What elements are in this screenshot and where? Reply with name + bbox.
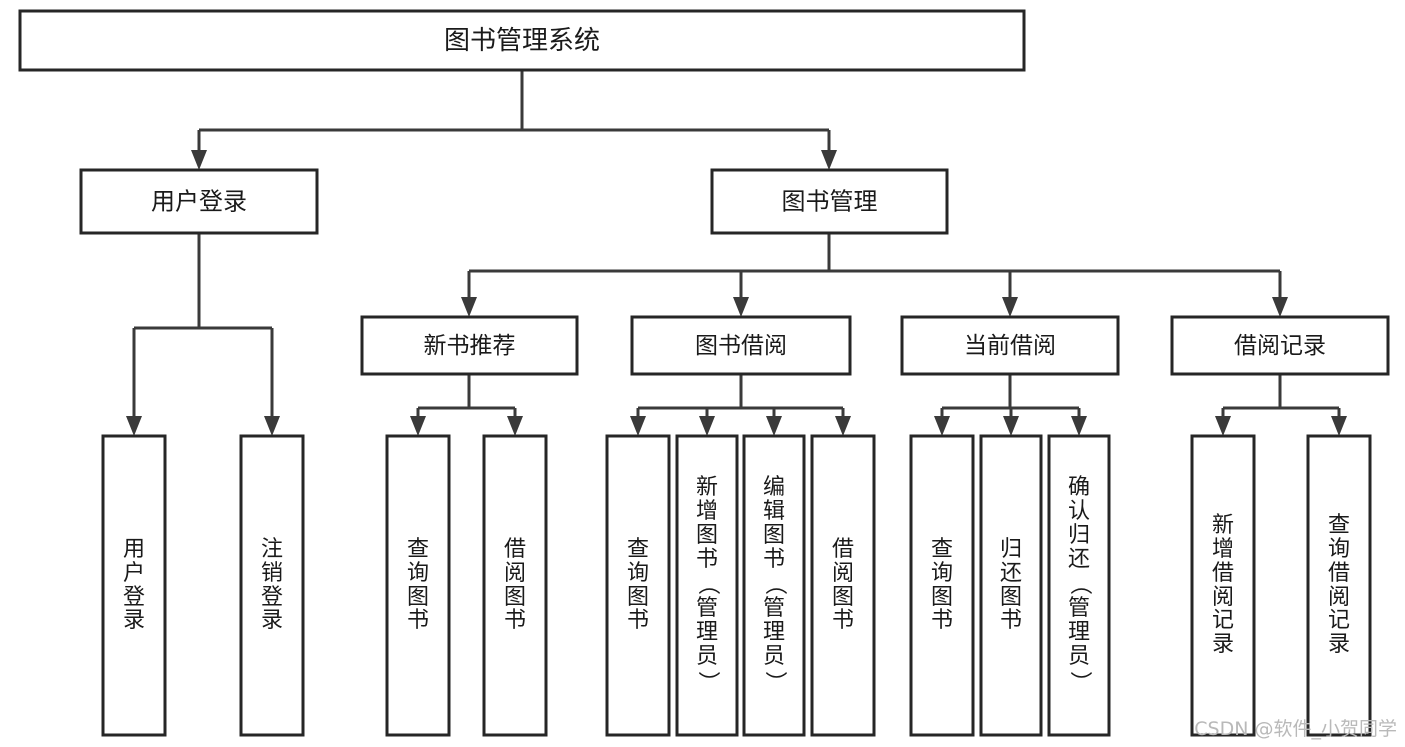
node-root-root[interactable] [18, 9, 1026, 72]
node-l3-book-borrow[interactable] [630, 315, 852, 376]
node-leaf-leaf-borrow-book[interactable] [810, 434, 876, 737]
arrow-head-icon [821, 150, 837, 170]
arrow-head-icon [835, 416, 851, 436]
arrow-head-icon [461, 297, 477, 317]
arrow-head-icon [630, 416, 646, 436]
node-leaf-leaf-confirm-return[interactable] [1047, 434, 1111, 737]
node-leaf-leaf-add-record[interactable] [1190, 434, 1256, 737]
node-leaf-leaf-add-book[interactable] [675, 434, 739, 737]
arrow-head-icon [1272, 297, 1288, 317]
node-label-book-manage: 图书管理 [782, 188, 878, 216]
node-l2-user-login[interactable] [79, 168, 319, 235]
node-leaf-leaf-borrow-book-rec[interactable] [482, 434, 548, 737]
node-label-current-borrow: 当前借阅 [964, 333, 1056, 359]
node-label-new-book-rec: 新书推荐 [424, 333, 516, 359]
node-leaf-leaf-query-book-borrow[interactable] [605, 434, 671, 737]
arrow-head-icon [699, 416, 715, 436]
node-label-user-login: 用户登录 [151, 188, 247, 216]
arrow-head-icon [766, 416, 782, 436]
arrow-head-icon [1003, 416, 1019, 436]
node-label-borrow-record: 借阅记录 [1234, 333, 1326, 359]
node-leaf-leaf-query-record[interactable] [1306, 434, 1372, 737]
arrow-head-icon [1002, 297, 1018, 317]
arrow-head-icon [410, 416, 426, 436]
node-l3-new-book-rec[interactable] [360, 315, 579, 376]
arrow-head-icon [126, 416, 142, 436]
arrow-head-icon [733, 297, 749, 317]
arrow-head-icon [1215, 416, 1231, 436]
node-label-book-borrow: 图书借阅 [695, 333, 787, 359]
node-l2-book-manage[interactable] [710, 168, 949, 235]
connector-layer [126, 70, 1347, 436]
arrow-head-icon [1331, 416, 1347, 436]
node-leaf-leaf-logout[interactable] [239, 434, 305, 737]
arrow-head-icon [264, 416, 280, 436]
node-leaf-leaf-query-book-cur[interactable] [909, 434, 975, 737]
arrow-head-icon [507, 416, 523, 436]
node-leaf-leaf-return-book[interactable] [979, 434, 1043, 737]
arrow-head-icon [191, 150, 207, 170]
node-leaf-leaf-user-login[interactable] [101, 434, 167, 737]
node-l3-current-borrow[interactable] [900, 315, 1120, 376]
node-box-layer [18, 9, 1390, 737]
node-leaf-leaf-query-book-rec[interactable] [385, 434, 451, 737]
node-leaf-leaf-edit-book[interactable] [742, 434, 806, 737]
watermark: CSDN @软件_小贺同学 [1194, 718, 1397, 740]
arrow-head-icon [1071, 416, 1087, 436]
arrow-head-icon [934, 416, 950, 436]
node-l3-borrow-record[interactable] [1170, 315, 1390, 376]
node-label-root: 图书管理系统 [444, 26, 600, 56]
